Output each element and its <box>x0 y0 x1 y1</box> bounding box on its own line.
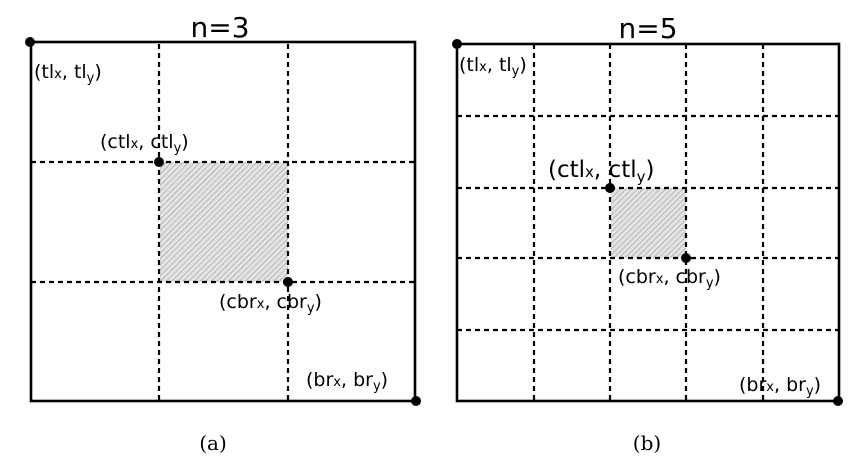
panel-a-tl-point <box>25 37 35 47</box>
panel-a-ctl-point <box>154 157 164 167</box>
panel-b-center-cell <box>611 188 686 258</box>
panel-a-caption: (a) <box>199 431 227 455</box>
panel-b-title: n=5 <box>618 12 677 45</box>
panel-a: n=3 (tlx, tly) (ctlx, ctly) (cbrx, cbry)… <box>25 11 421 455</box>
panel-b-ctl-label: (ctlx, ctly) <box>548 157 654 186</box>
panel-b-caption: (b) <box>633 431 661 455</box>
panel-a-tl-label: (tlx, tly) <box>34 61 102 86</box>
panel-b: n=5 (tlx, tly) (ctlx, ctly) (cbrx, cbry)… <box>452 12 843 455</box>
panel-b-cbr-point <box>681 253 691 263</box>
panel-b-ctl-point <box>605 183 615 193</box>
panel-b-br-label: (brx, bry) <box>739 374 821 399</box>
panel-b-frame <box>455 42 841 403</box>
panel-b-grid-lines <box>457 44 839 400</box>
panel-a-cbr-point <box>283 277 293 287</box>
panel-b-br-point <box>833 396 843 406</box>
panel-a-title: n=3 <box>190 11 249 44</box>
panel-a-grid-lines <box>31 44 415 400</box>
panel-a-cbr-label: (cbrx, cbry) <box>219 291 322 316</box>
panel-b-cbr-label: (cbrx, cbry) <box>618 266 721 291</box>
panel-a-ctl-label: (ctlx, ctly) <box>100 131 189 156</box>
panel-b-tl-label: (tlx, tly) <box>459 54 527 79</box>
panel-a-br-point <box>411 396 421 406</box>
panel-a-br-label: (brx, bry) <box>306 369 388 394</box>
panel-a-center-cell <box>160 162 288 282</box>
panel-a-frame <box>29 40 417 403</box>
panel-b-tl-point <box>452 39 462 49</box>
